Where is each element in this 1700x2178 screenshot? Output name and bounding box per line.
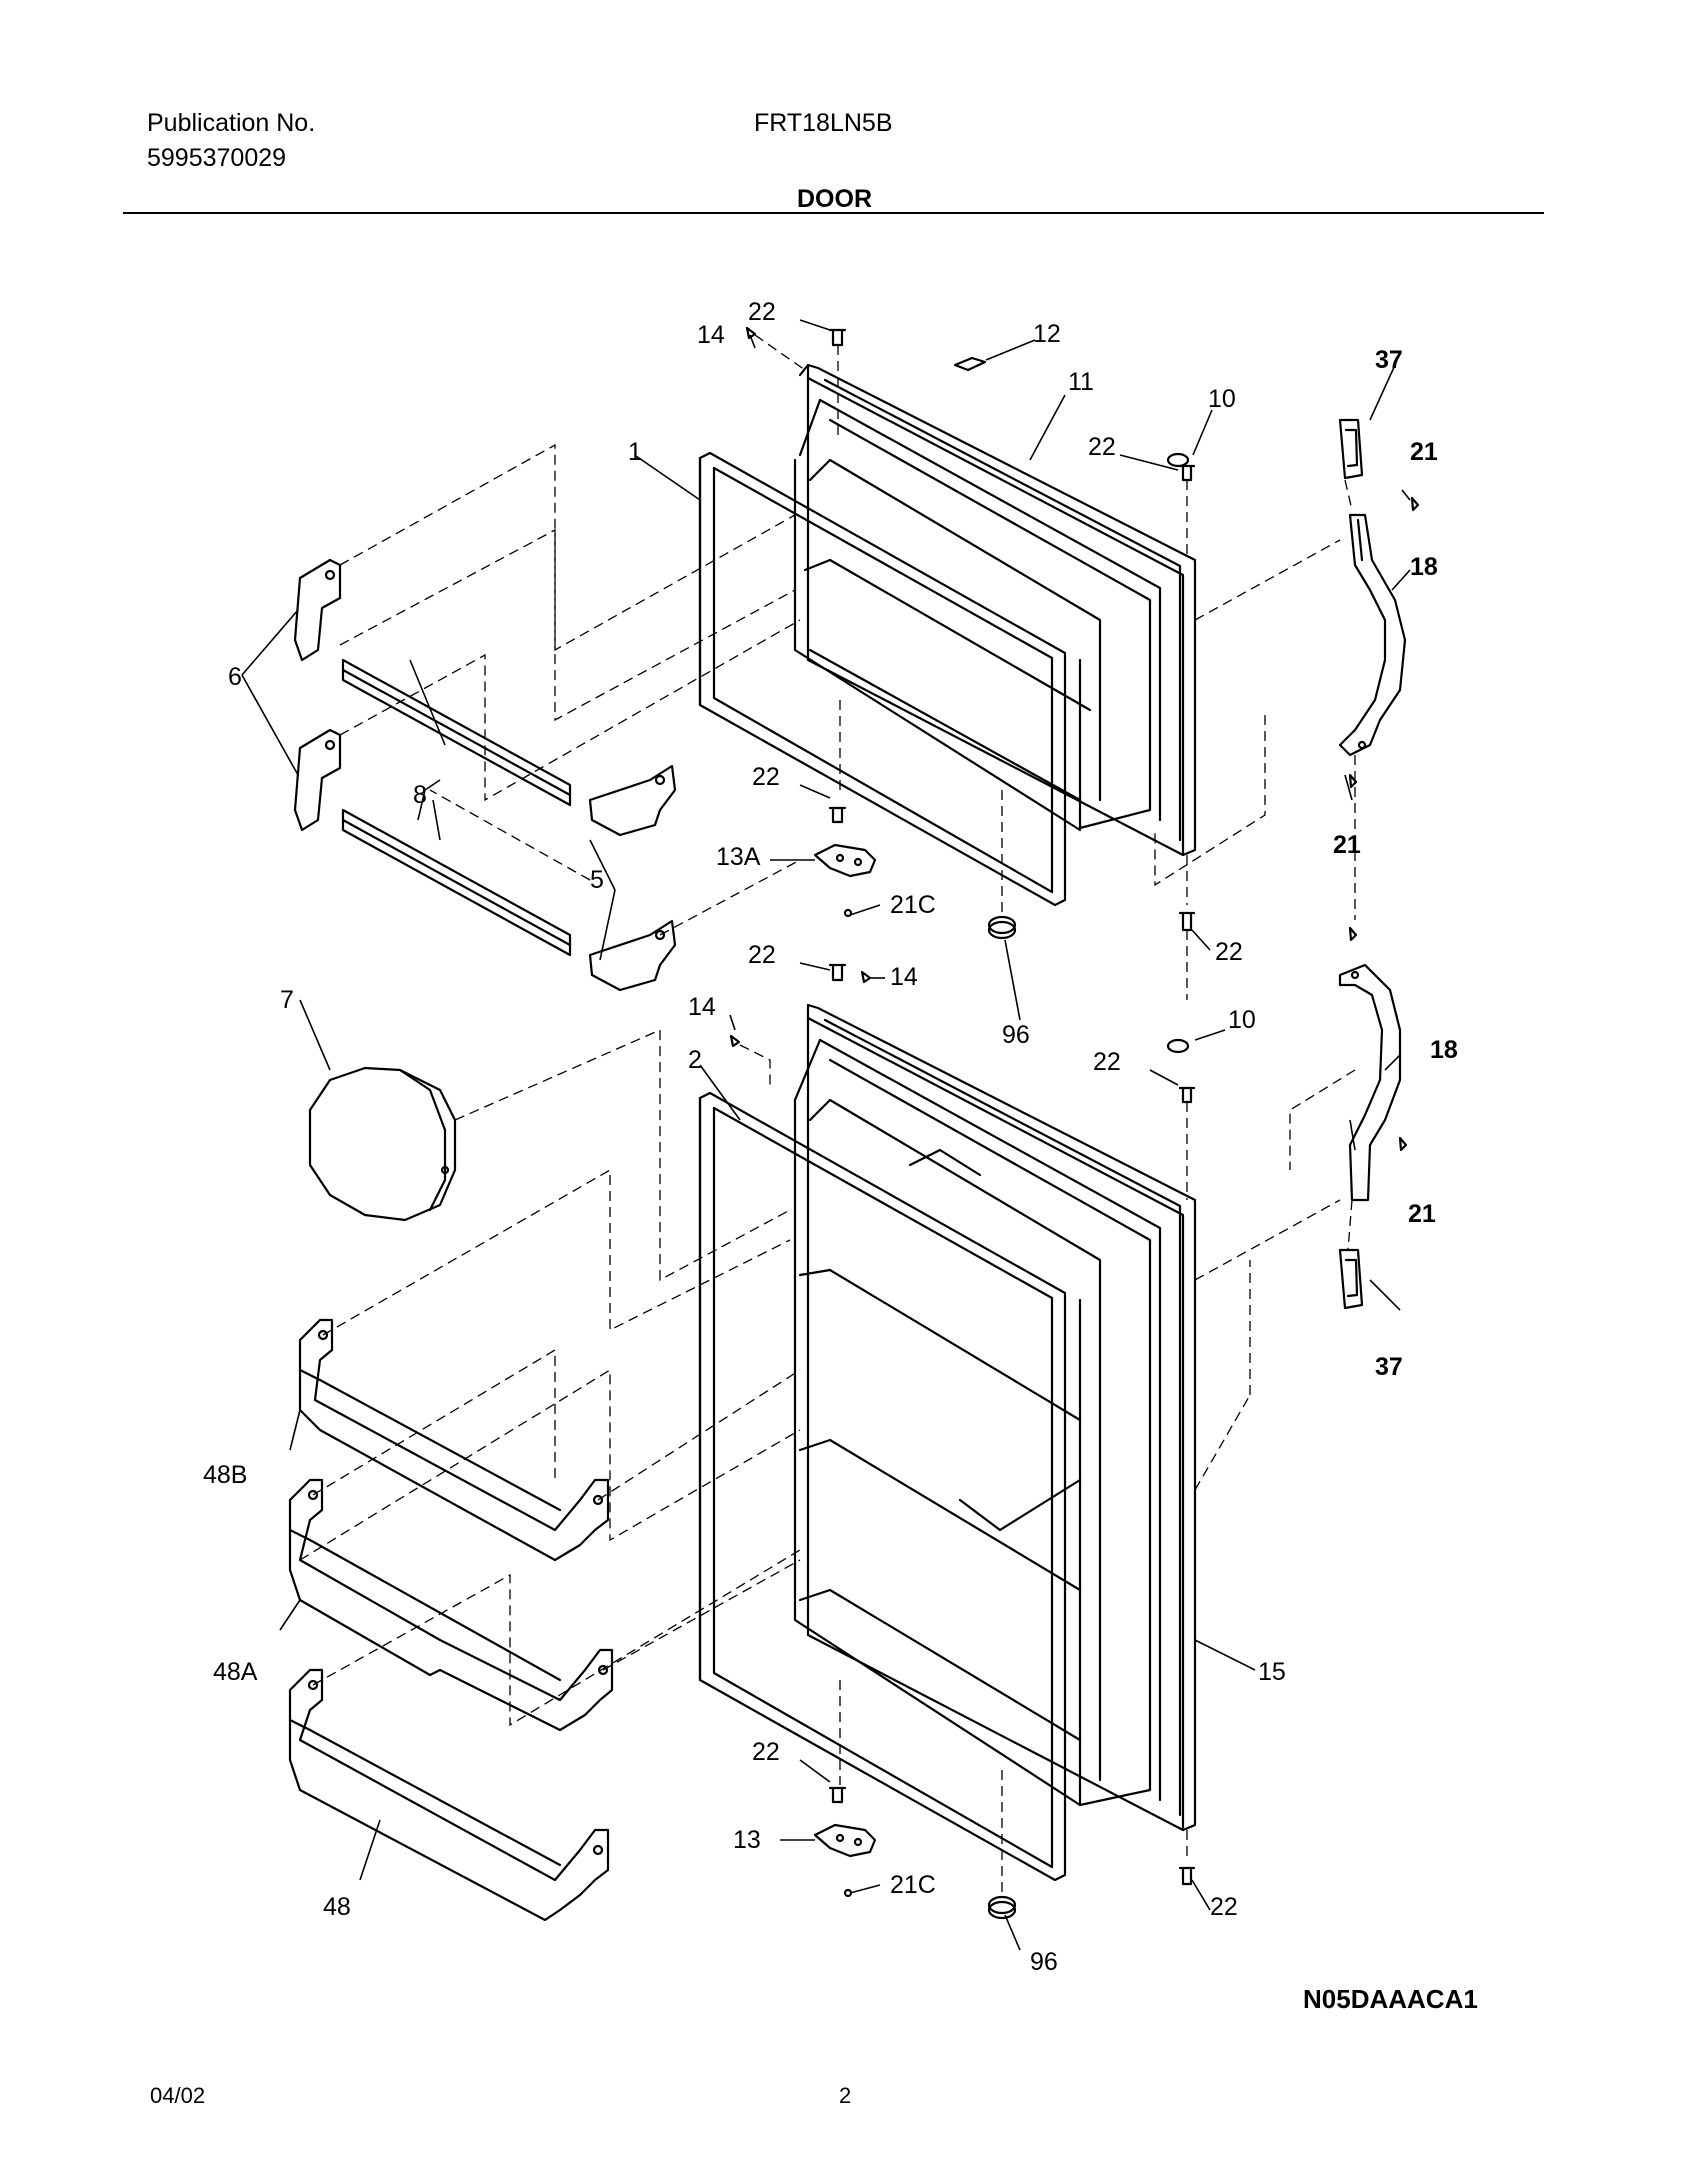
small-screws-14-21 bbox=[729, 326, 1420, 1898]
upper-door-handle bbox=[1338, 513, 1407, 757]
fresh-food-door-liner bbox=[793, 1038, 1162, 1807]
upper-handle-cap bbox=[1338, 418, 1364, 480]
callout-7: 7 bbox=[280, 986, 294, 1014]
callout-10-lower: 10 bbox=[1228, 1006, 1256, 1034]
callout-22-e: 22 bbox=[748, 941, 776, 969]
callout-37-upper: 37 bbox=[1375, 346, 1403, 374]
callout-22-f: 22 bbox=[1093, 1048, 1121, 1076]
upper-shelf-support-left-top bbox=[293, 558, 342, 662]
fresh-food-door-outer-panel bbox=[806, 1003, 1197, 1832]
footer-date: 04/02 bbox=[150, 2083, 206, 2108]
callout-13: 13 bbox=[733, 1826, 761, 1854]
callout-37-lower: 37 bbox=[1375, 1353, 1403, 1381]
callout-15: 15 bbox=[1258, 1658, 1286, 1686]
callout-18-upper: 18 bbox=[1410, 553, 1438, 581]
shelf-rail-upper bbox=[341, 658, 572, 807]
section-title: DOOR bbox=[797, 185, 872, 213]
upper-hinge-13a bbox=[813, 843, 877, 878]
callout-21c-lower: 21C bbox=[890, 1871, 936, 1899]
lower-handle-cap bbox=[1338, 1248, 1364, 1310]
callout-48b: 48B bbox=[203, 1461, 247, 1489]
callout-14-upper: 14 bbox=[697, 321, 725, 349]
callout-14-lower-left: 14 bbox=[688, 993, 716, 1021]
callout-22-g: 22 bbox=[752, 1738, 780, 1766]
callout-1: 1 bbox=[628, 438, 642, 466]
freezer-door-liner bbox=[793, 398, 1162, 832]
assembly-lines bbox=[299, 334, 1356, 1895]
dairy-compartment-cover bbox=[308, 1066, 457, 1222]
lower-hinge-13 bbox=[813, 1823, 877, 1858]
callout-22-b: 22 bbox=[1088, 433, 1116, 461]
callout-22-h: 22 bbox=[1210, 1893, 1238, 1921]
callout-21-bottom: 21 bbox=[1408, 1200, 1436, 1228]
callout-11: 11 bbox=[1068, 368, 1094, 396]
page-number: 2 bbox=[839, 2083, 852, 2108]
door-bin-48 bbox=[288, 1668, 610, 1922]
upper-shelf-support-right-bottom bbox=[588, 919, 677, 992]
callout-6: 6 bbox=[228, 663, 242, 691]
callout-5: 5 bbox=[590, 866, 604, 894]
callout-96-upper: 96 bbox=[1002, 1021, 1030, 1049]
publication-label: Publication No. bbox=[147, 109, 316, 137]
callout-14-lower-right: 14 bbox=[890, 963, 918, 991]
callout-8: 8 bbox=[413, 781, 427, 809]
upper-shelf-support-right-top bbox=[588, 764, 677, 837]
callout-22-d: 22 bbox=[1215, 938, 1243, 966]
callout-2: 2 bbox=[688, 1046, 702, 1074]
model-number: FRT18LN5B bbox=[754, 109, 893, 137]
freezer-door-outer-panel bbox=[798, 363, 1197, 857]
header-rule bbox=[123, 212, 1544, 214]
door-bin-48a bbox=[288, 1478, 614, 1732]
hole-plugs bbox=[953, 356, 1190, 1054]
callout-12: 12 bbox=[1033, 320, 1061, 348]
callout-10-upper: 10 bbox=[1208, 385, 1236, 413]
fresh-food-door-gasket bbox=[698, 1091, 1067, 1882]
callout-13a: 13A bbox=[716, 843, 761, 871]
callout-48a: 48A bbox=[213, 1658, 258, 1686]
upper-shelf-support-left-bottom bbox=[293, 728, 342, 832]
callout-96-lower: 96 bbox=[1030, 1948, 1058, 1976]
callout-48: 48 bbox=[323, 1893, 351, 1921]
lower-door-handle bbox=[1338, 963, 1402, 1202]
callout-21-middle: 21 bbox=[1333, 831, 1361, 859]
door-stops bbox=[987, 915, 1017, 1920]
callout-21c-upper: 21C bbox=[890, 891, 936, 919]
callout-18-lower: 18 bbox=[1430, 1036, 1458, 1064]
door-bin-48b bbox=[298, 1318, 610, 1562]
leader-lines bbox=[241, 319, 1411, 1951]
callout-22-a: 22 bbox=[748, 298, 776, 326]
drawing-code: N05DAAACA1 bbox=[1303, 1984, 1478, 2014]
publication-number: 5995370029 bbox=[147, 144, 287, 172]
callout-21-top: 21 bbox=[1410, 438, 1438, 466]
shelf-rail-lower bbox=[341, 808, 572, 957]
freezer-door-gasket bbox=[698, 451, 1067, 907]
callout-22-c: 22 bbox=[752, 763, 780, 791]
